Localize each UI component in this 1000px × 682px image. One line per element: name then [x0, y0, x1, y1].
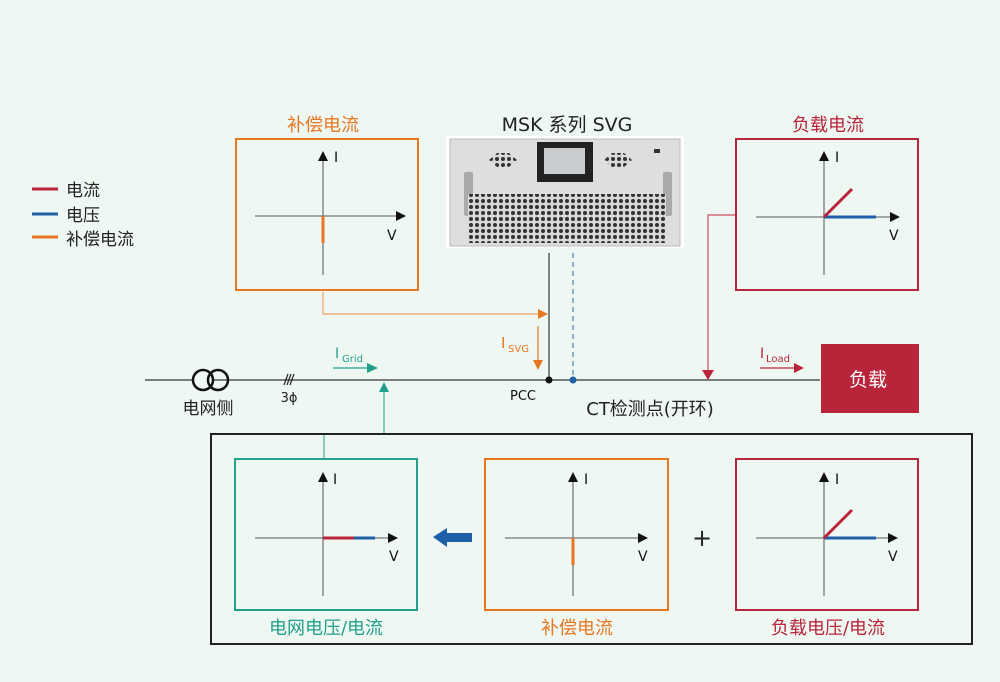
axis-label-i: I [334, 150, 338, 166]
axis-label-v: V [888, 549, 898, 565]
bottom-grid-caption: 电网电压/电流 [269, 618, 383, 639]
axis-label-v: V [389, 549, 399, 565]
i-grid-label-main: I [335, 346, 339, 362]
i-axis-arrow-icon [318, 151, 328, 161]
device-left-vent [489, 153, 517, 167]
i-svg-label-main: I [501, 334, 505, 352]
three-phase-mark-icon [283, 373, 295, 386]
top-load-title: 负载电流 [792, 115, 864, 136]
legend-label-current: 电流 [66, 181, 100, 201]
device-right-vent [604, 153, 632, 167]
v-axis-arrow-icon [396, 211, 406, 221]
i-axis-arrow-icon [318, 472, 328, 482]
axis-label-v: V [638, 549, 648, 565]
result-arrow-left-icon [433, 528, 472, 547]
ct-label: CT检测点(开环) [586, 399, 714, 420]
i-load-label-sub: Load [766, 354, 790, 365]
bottom-compensation-caption: 补偿电流 [541, 618, 613, 639]
compensation-feed-arrow-icon [538, 309, 548, 319]
v-axis-arrow-icon [388, 533, 398, 543]
i-load-arrow-head-icon [794, 363, 804, 373]
device-front-grille [468, 194, 666, 243]
top-compensation-panel: 补偿电流 I V [235, 115, 419, 291]
legend-label-voltage: 电压 [66, 206, 100, 226]
legend-label-compensation: 补偿电流 [66, 230, 134, 250]
i-axis-arrow-icon [819, 151, 829, 161]
i-axis-arrow-icon [819, 472, 829, 482]
bottom-load-caption: 负载电压/电流 [771, 618, 885, 639]
bottom-grid-panel: I V 电网电压/电流 [234, 458, 418, 639]
bottom-compensation-panel: I V 补偿电流 [484, 458, 669, 639]
axis-label-v: V [889, 228, 899, 244]
ct-node [569, 376, 577, 384]
bottom-load-frame [735, 458, 919, 611]
load-current-vector [822, 508, 854, 540]
svg-device: MSK 系列 SVG [446, 114, 684, 248]
bottom-summary-frame [210, 433, 973, 645]
v-axis-arrow-icon [638, 533, 648, 543]
v-axis-arrow-icon [890, 212, 900, 222]
device-indicator [654, 149, 660, 153]
device-screen [544, 148, 585, 174]
transformer-icon [191, 368, 230, 392]
compensation-feed-line [322, 292, 540, 315]
pcc-node [545, 376, 553, 384]
load-current-vector [822, 187, 854, 219]
axis-label-i: I [835, 150, 839, 166]
load-box [821, 344, 919, 413]
i-svg-arrow-head-icon [533, 360, 543, 370]
i-grid-label-sub: Grid [342, 354, 363, 365]
v-axis-arrow-icon [888, 533, 898, 543]
top-compensation-title: 补偿电流 [287, 115, 359, 136]
bottom-compensation-frame [484, 458, 669, 611]
axis-label-i: I [584, 472, 588, 488]
phase-label: 3ϕ [281, 391, 298, 406]
grid-feedback-arrow-icon [379, 382, 389, 392]
plus-sign: + [692, 524, 712, 552]
load-signal-line [707, 214, 735, 372]
legend: 电流 电压 补偿电流 [32, 181, 134, 250]
grid-feedback-line [323, 391, 385, 458]
bottom-grid-frame [234, 458, 418, 611]
i-svg-label-sub: SVG [508, 344, 529, 355]
bottom-load-panel: I V 负载电压/电流 [735, 458, 919, 639]
i-axis-arrow-icon [568, 472, 578, 482]
top-load-panel: 负载电流 I V [735, 115, 919, 291]
device-title: MSK 系列 SVG [502, 114, 633, 136]
pcc-label: PCC [510, 389, 536, 404]
axis-label-i: I [835, 472, 839, 488]
load-signal-arrow-icon [702, 370, 714, 380]
load-box-label: 负载 [849, 369, 887, 391]
i-load-label-main: I [760, 346, 764, 362]
i-grid-arrow-head-icon [367, 363, 378, 373]
top-load-frame [735, 138, 919, 291]
axis-label-i: I [333, 472, 337, 488]
axis-label-v: V [387, 228, 397, 244]
grid-side-label: 电网侧 [183, 399, 234, 419]
top-compensation-frame [235, 138, 419, 291]
